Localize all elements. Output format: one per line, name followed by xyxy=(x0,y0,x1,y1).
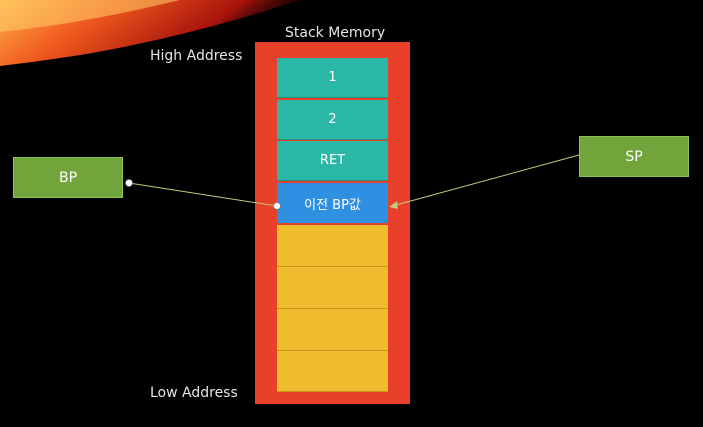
sp-pointer-line xyxy=(395,154,580,206)
stack-cell-empty-3 xyxy=(277,309,388,351)
stack-cell-1: 1 xyxy=(277,58,388,98)
stack-cell-empty-4 xyxy=(277,351,388,392)
stack-cell-2: 2 xyxy=(277,100,388,140)
bp-pointer-line xyxy=(128,182,278,207)
stack-cell-empty-2 xyxy=(277,267,388,309)
low-address-label: Low Address xyxy=(150,385,238,401)
bp-pointer-end-dot xyxy=(273,202,281,210)
bp-register-label: BP xyxy=(58,169,78,186)
sp-pointer-arrowhead xyxy=(389,201,398,209)
stack-cell-empty-1 xyxy=(277,225,388,267)
stack-cell-label: 1 xyxy=(328,70,337,85)
bp-pointer-start-dot xyxy=(125,179,133,187)
stack-cell-label: 이전 BP값 xyxy=(304,197,361,213)
stack-cell-prev-bp: 이전 BP값 xyxy=(277,183,388,223)
sp-register-box: SP xyxy=(579,136,689,177)
stack-cell-label: RET xyxy=(319,153,346,168)
stack-memory-title: Stack Memory xyxy=(285,25,386,41)
sp-register-label: SP xyxy=(625,148,643,165)
stack-cell-ret: RET xyxy=(277,141,388,181)
high-address-label: High Address xyxy=(150,48,243,64)
stack-cell-label: 2 xyxy=(328,112,337,127)
bp-register-box: BP xyxy=(13,157,123,198)
